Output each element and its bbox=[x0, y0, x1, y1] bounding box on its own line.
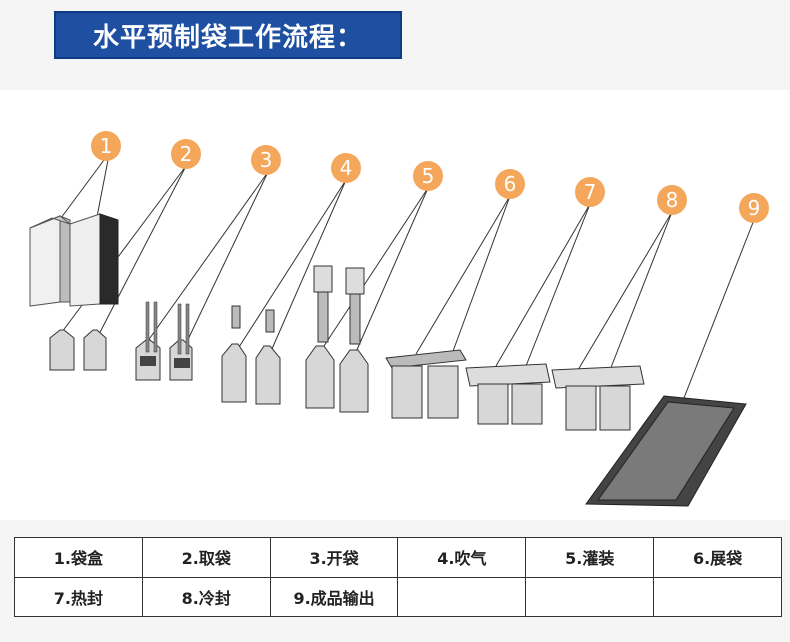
table-row: 7.热封 8.冷封 9.成品输出 bbox=[14, 576, 782, 617]
marker-label: 3 bbox=[260, 148, 273, 172]
step-cell bbox=[397, 576, 527, 617]
table-row: 1.袋盒 2.取袋 3.开袋 4.吹气 5.灌装 6.展袋 bbox=[14, 537, 782, 578]
bag-pair-step7 bbox=[465, 363, 551, 425]
step-marker-6: 6 bbox=[495, 169, 525, 199]
bag-pair-step6 bbox=[385, 349, 467, 419]
step-marker-9: 9 bbox=[739, 193, 769, 223]
step-marker-3: 3 bbox=[251, 145, 281, 175]
output-chute bbox=[585, 395, 747, 507]
marker-circle bbox=[739, 193, 769, 223]
bag-pair-step2 bbox=[49, 329, 107, 371]
step-cell: 7.热封 bbox=[14, 576, 143, 617]
step-marker-2: 2 bbox=[171, 139, 201, 169]
marker-label: 6 bbox=[504, 172, 517, 196]
step-cell: 4.吹气 bbox=[397, 537, 527, 578]
step-marker-4: 4 bbox=[331, 153, 361, 183]
step-cell: 1.袋盒 bbox=[14, 537, 143, 578]
step-cell: 3.开袋 bbox=[269, 537, 399, 578]
marker-circle bbox=[413, 161, 443, 191]
process-steps-table: 1.袋盒 2.取袋 3.开袋 4.吹气 5.灌装 6.展袋 7.热封 8.冷封 … bbox=[14, 537, 782, 617]
marker-label: 5 bbox=[422, 164, 435, 188]
step-marker-5: 5 bbox=[413, 161, 443, 191]
step-cell: 2.取袋 bbox=[141, 537, 271, 578]
bag-pair-step4 bbox=[221, 305, 281, 405]
marker-circle bbox=[495, 169, 525, 199]
marker-label: 7 bbox=[584, 180, 597, 204]
marker-label: 2 bbox=[180, 142, 193, 166]
step-cell: 8.冷封 bbox=[141, 576, 271, 617]
marker-label: 4 bbox=[340, 156, 353, 180]
step-marker-7: 7 bbox=[575, 177, 605, 207]
marker-circle bbox=[171, 139, 201, 169]
marker-circle bbox=[331, 153, 361, 183]
marker-circle bbox=[91, 131, 121, 161]
step-cell bbox=[653, 576, 782, 617]
bag-pair-step3 bbox=[135, 301, 193, 381]
step-cell: 5.灌装 bbox=[525, 537, 655, 578]
marker-label: 8 bbox=[666, 188, 679, 212]
marker-circle bbox=[657, 185, 687, 215]
bag-box-unit bbox=[29, 213, 119, 307]
marker-circle bbox=[575, 177, 605, 207]
marker-circle bbox=[251, 145, 281, 175]
bag-pair-step5 bbox=[305, 265, 369, 413]
step-cell bbox=[525, 576, 655, 617]
marker-label: 9 bbox=[748, 196, 761, 220]
page-title: 水平预制袋工作流程： bbox=[54, 11, 402, 59]
step-cell: 9.成品输出 bbox=[269, 576, 399, 617]
step-markers: 1 2 3 4 5 6 7 8 9 bbox=[91, 131, 769, 223]
step-cell: 6.展袋 bbox=[653, 537, 782, 578]
bag-pair-step8 bbox=[551, 365, 645, 431]
step-marker-1: 1 bbox=[91, 131, 121, 161]
leader-lines bbox=[55, 159, 755, 409]
marker-label: 1 bbox=[100, 134, 113, 158]
step-marker-8: 8 bbox=[657, 185, 687, 215]
process-diagram: 1 2 3 4 5 6 7 8 9 bbox=[29, 131, 769, 507]
